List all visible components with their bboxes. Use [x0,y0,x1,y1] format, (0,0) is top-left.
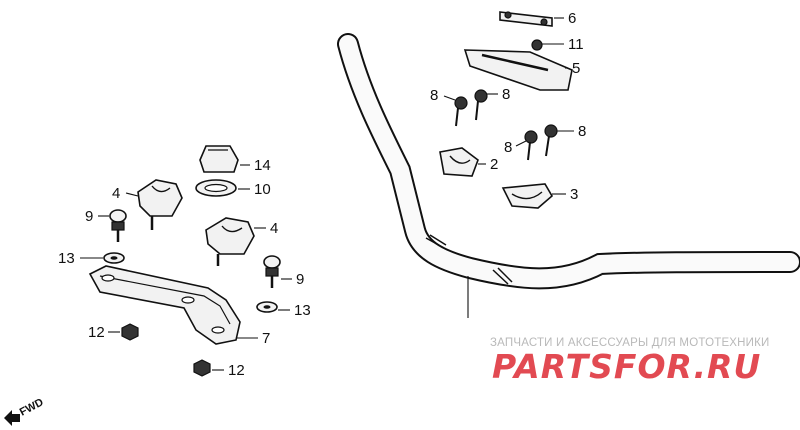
callout-4-b: 4 [270,220,278,237]
callout-4-a: 4 [112,185,120,202]
bolt-9-upper: 9 [85,208,127,242]
nut-12-upper: 12 [88,323,139,341]
callout-2: 2 [490,156,498,173]
callout-8-d: 8 [578,123,586,140]
bolt-11: 11 [531,36,584,53]
watermark-logo: PARTSFOR.RU [492,347,761,386]
callout-14: 14 [254,157,271,174]
callout-12-b: 12 [228,362,245,379]
callout-5: 5 [572,60,580,77]
bolts-8-lower: 8 8 [504,123,586,161]
upper-holder-cover-5: 5 [463,49,580,91]
handlebar [337,33,800,318]
washer-10: 10 [195,179,271,198]
watermark-logo-part2: FOR.RU [613,347,762,386]
holder-plate-6: 6 [499,10,576,27]
callout-12-a: 12 [88,324,105,341]
lower-holder-4-upper: 4 [112,179,183,230]
callout-9-a: 9 [85,208,93,225]
callout-11: 11 [568,36,584,53]
watermark-logo-part1: PARTS [492,347,614,386]
callout-7: 7 [262,330,270,347]
fwd-indicator: FWD [4,396,46,426]
rubber-cap-14: 14 [199,145,271,174]
washer-13-lower: 13 [256,301,311,319]
fwd-label: FWD [18,396,46,418]
bolts-8-upper: 8 8 [430,86,510,127]
callout-8-c: 8 [504,139,512,156]
lower-holder-4-lower: 4 [205,217,278,266]
callout-8-a: 8 [430,87,438,104]
bolt-9-lower: 9 [263,255,304,288]
callout-10: 10 [254,181,271,198]
watermark-tagline: ЗАПЧАСТИ И АКСЕССУАРЫ ДЛЯ МОТОТЕХНИКИ [490,337,770,349]
callout-13-b: 13 [294,302,311,319]
lower-plate-7: 7 [88,265,270,347]
callout-3: 3 [570,186,578,203]
washer-13-upper: 13 [58,250,125,267]
nut-12-lower: 12 [193,359,245,379]
upper-holder-2: 2 [439,147,498,177]
callout-8-b: 8 [502,86,510,103]
fwd-arrow-icon [4,410,20,426]
callout-9-b: 9 [296,271,304,288]
callout-13-a: 13 [58,250,75,267]
callout-6: 6 [568,10,576,27]
upper-holder-3: 3 [501,183,578,209]
